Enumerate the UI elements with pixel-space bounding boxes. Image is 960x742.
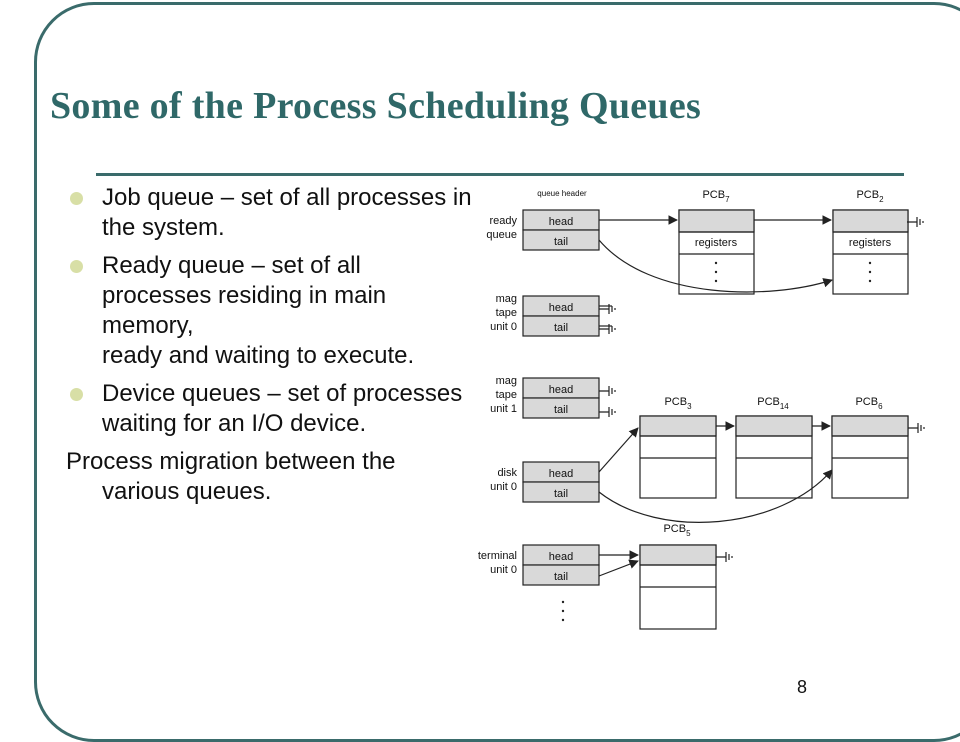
head-arrow [598,427,639,473]
bullet-dot-icon [70,260,83,273]
registers-label: registers [695,237,738,249]
ready-queue-tail-label: tail [554,236,568,248]
null-ground-icon [908,423,925,433]
tail-arrow [598,559,639,577]
bullet-list: Job queue – set of all processes in the … [66,183,476,507]
pcb-disk-0-top-cell [639,415,717,437]
tail-arrow [598,239,833,293]
bullet-text: Ready queue – set of all processes resid… [102,252,415,369]
null-ground-icon [599,304,616,314]
bullet-ready-queue: Ready queue – set of all processes resid… [66,251,476,371]
ellipsis-dot [868,270,872,274]
queue-header-label: queue header [537,189,587,198]
null-ground-icon [599,324,616,334]
scheduling-queues-diagram: queue header head tail ready queue PCB7 PCB2 re… [478,189,925,630]
mag-tape-0-label: mag [496,293,517,305]
slide-frame [34,2,960,742]
bullet-dot-icon [70,388,83,401]
registers-label: registers [849,237,892,249]
mag-tape-1-label: tape [496,389,517,401]
ready-queue-label: ready [489,215,517,227]
mag-tape-0-tail-label: tail [554,322,568,334]
ellipsis-dot [714,270,718,274]
bullet-text: Job queue – set of all processes in the … [102,184,472,241]
mag-tape-1-head-label: head [549,384,573,396]
disk-0-head-label: head [549,468,573,480]
ellipsis-dot [561,600,565,604]
bullet-text: Device queues – set of processes waiting… [102,380,463,437]
null-ground-icon [599,407,616,417]
mag-tape-1-tail-cell [522,397,600,419]
bullet-device-queues: Device queues – set of processes waiting… [66,379,476,439]
pcb-disk-1-top-cell [735,415,813,437]
ellipsis-dot [561,609,565,613]
ellipsis-dot [868,261,872,265]
null-ground-icon [599,386,616,396]
ellipsis-dot [561,618,565,622]
pcb-label: PCB6 [855,396,883,411]
pcb-label: PCB5 [663,523,691,538]
pcb-ready-0-top-cell [678,209,755,233]
pcb-disk-2-top-cell [831,415,909,437]
disk-0-tail-label: tail [554,488,568,500]
slide-title: Some of the Process Scheduling Queues [50,85,702,127]
page-number: 8 [797,677,808,697]
disk-0-label: unit 0 [490,481,517,493]
mag-tape-1-label: mag [496,375,517,387]
bullet-dot-icon [70,192,83,205]
pcb-label: PCB14 [757,396,789,411]
mag-tape-0-label: tape [496,307,517,319]
mag-tape-1-label: unit 1 [490,403,517,415]
ellipsis-dot [714,261,718,265]
pcb-label: PCB3 [664,396,692,411]
migration-note: Process migration between the various qu… [66,448,396,505]
ellipsis-dot [868,279,872,283]
pcb-ready-1-top-cell [832,209,909,233]
terminal-0-tail-label: tail [554,571,568,583]
mag-tape-1-tail-label: tail [554,404,568,416]
ready-queue-label: queue [486,229,517,241]
mag-tape-0-head-label: head [549,302,573,314]
disk-0-label: disk [497,467,517,479]
terminal-0-tail-cell [522,564,600,586]
ellipsis-dot [714,279,718,283]
pcb-label: PCB2 [856,189,884,204]
ready-queue-head-label: head [549,216,573,228]
title-divider [96,173,904,176]
null-ground-icon [716,552,733,562]
bullet-job-queue: Job queue – set of all processes in the … [66,183,476,243]
pcb-label: PCB7 [702,189,730,204]
terminal-0-label: unit 0 [490,564,517,576]
mag-tape-0-label: unit 0 [490,321,517,333]
tail-arrow [598,469,833,523]
terminal-0-label: terminal [478,550,517,562]
null-ground-icon [907,217,924,227]
pcb-terminal-top-cell [639,544,717,566]
terminal-0-head-label: head [549,551,573,563]
